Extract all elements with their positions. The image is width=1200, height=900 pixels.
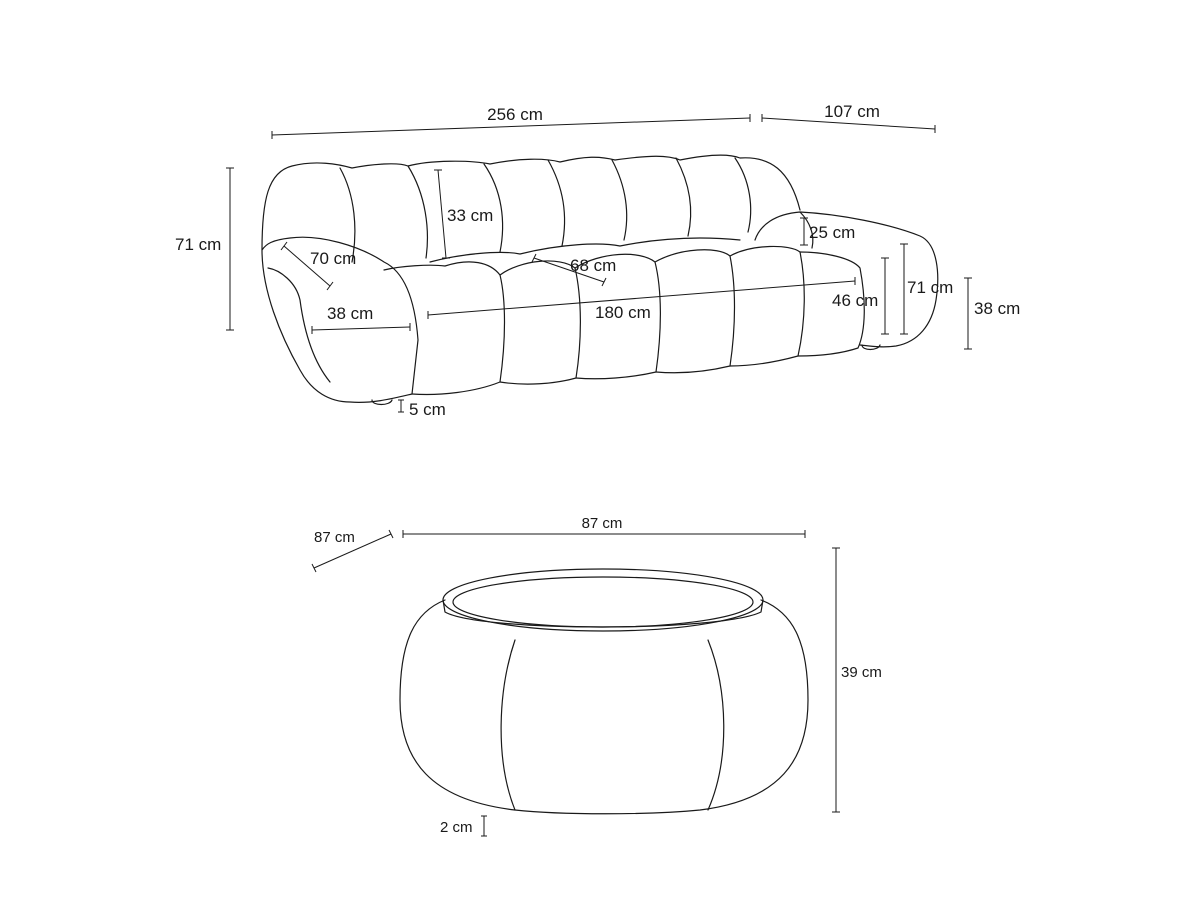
dim-tick	[311, 563, 317, 573]
dim-tick	[326, 281, 334, 291]
table-illustration	[399, 568, 809, 815]
left-armrest	[261, 236, 419, 403]
back-divider-6	[675, 157, 692, 237]
back-divider-5	[611, 159, 628, 241]
label-backrest-depth: 68 cm	[570, 256, 616, 275]
label-table-top-thickness: 2 cm	[440, 819, 473, 836]
seat-front-2	[499, 260, 581, 385]
table-top-inner	[452, 576, 754, 628]
label-seat-width: 180 cm	[595, 303, 651, 322]
left-armrest-inner	[267, 267, 331, 383]
label-seat-height: 46 cm	[832, 291, 878, 310]
seat-front-3	[574, 253, 661, 380]
dim-line-armrest-depth	[311, 326, 411, 331]
back-divider-3	[483, 163, 504, 253]
table-panel-left	[500, 639, 516, 811]
right-foot	[861, 344, 881, 351]
dim-tick	[280, 241, 288, 251]
dim-line-table-depth	[313, 533, 392, 569]
seat-front-5	[729, 245, 805, 367]
table-top-edge	[442, 599, 764, 628]
back-divider-4	[547, 159, 566, 247]
back-divider-7	[734, 157, 752, 233]
label-total-width: 256 cm	[487, 105, 543, 124]
dim-line-armrest-width	[283, 245, 331, 287]
table-body	[399, 599, 809, 815]
label-back-cushion: 33 cm	[447, 206, 493, 225]
label-table-height: 39 cm	[841, 664, 882, 681]
seat-front-1	[383, 261, 506, 396]
seat-rear-edge	[429, 237, 741, 263]
sofa-back-outline	[261, 154, 801, 251]
dim-tick	[601, 277, 607, 287]
label-total-height: 71 cm	[175, 235, 221, 254]
dim-tick	[531, 253, 537, 263]
dim-line-total-width	[271, 117, 751, 136]
sofa-dimensions: 256 cm 107 cm 71 cm 33 cm 70 cm 68 cm 38…	[175, 102, 1020, 419]
label-armrest-depth: 38 cm	[327, 304, 373, 323]
seat-front-4	[654, 249, 736, 374]
label-arm-height: 71 cm	[907, 278, 953, 297]
table-panel-right	[707, 639, 725, 811]
label-table-width: 87 cm	[582, 515, 623, 532]
dim-line-seat-width	[427, 280, 856, 316]
label-seat-thickness: 38 cm	[974, 299, 1020, 318]
dim-line-backrest-depth	[533, 257, 605, 283]
dim-line-depth	[761, 117, 936, 130]
label-arm-top: 25 cm	[809, 223, 855, 242]
dim-tick	[388, 529, 394, 539]
dim-line-back-cushion	[437, 169, 447, 259]
seat-front-6	[797, 251, 865, 357]
table-dimensions: 87 cm 87 cm 39 cm 2 cm	[311, 515, 882, 837]
label-depth: 107 cm	[824, 102, 880, 121]
right-armrest-inner	[799, 211, 814, 249]
label-table-depth: 87 cm	[314, 529, 355, 546]
label-armrest-width: 70 cm	[310, 249, 356, 268]
label-foot-height: 5 cm	[409, 400, 446, 419]
sofa-illustration	[261, 154, 939, 406]
back-divider-2	[407, 165, 428, 259]
left-foot	[371, 399, 393, 406]
back-divider-1	[339, 167, 356, 263]
